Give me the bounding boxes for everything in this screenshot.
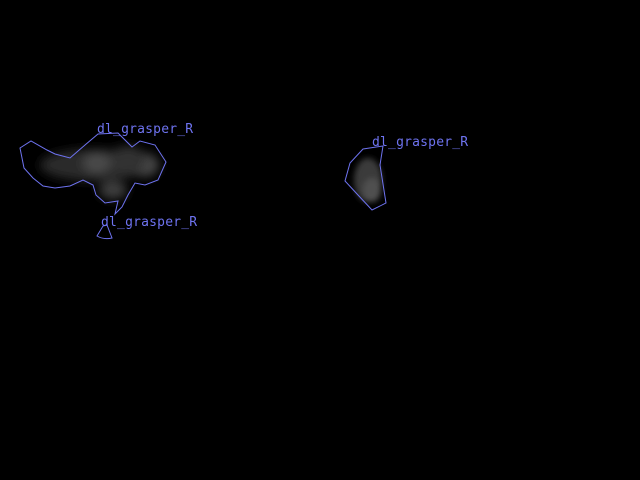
segmentation-outline <box>96 224 113 240</box>
segmentation-region-1 <box>19 132 167 216</box>
segmentation-outline <box>19 132 167 216</box>
blob-shape <box>110 146 146 174</box>
annotation-label-2: dl_grasper_R <box>101 215 197 230</box>
segmentation-outline <box>344 145 387 211</box>
segmentation-region-3 <box>344 145 387 211</box>
annotation-label-1: dl_grasper_R <box>97 122 193 137</box>
segmentation-region-2 <box>96 224 113 240</box>
blob-shape <box>83 153 111 173</box>
blob-shape <box>99 181 127 199</box>
annotation-label-3: dl_grasper_R <box>372 135 468 150</box>
blob-shape <box>363 178 381 202</box>
